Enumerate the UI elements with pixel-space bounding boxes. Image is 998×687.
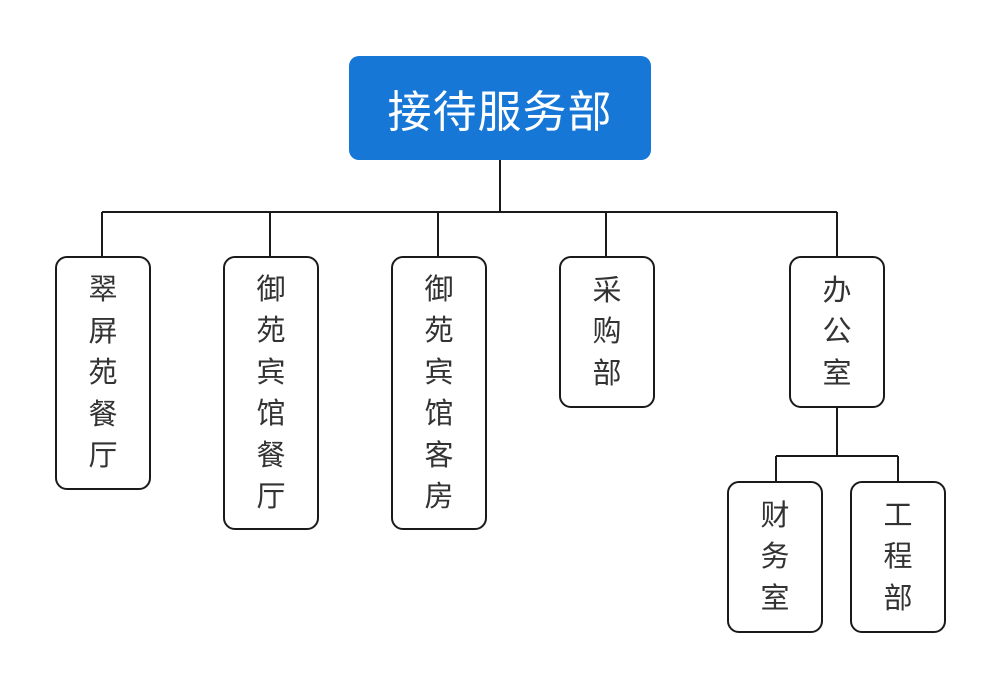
node-yuyuan-hotel-restaurant: 御苑宾馆餐厅	[223, 256, 319, 530]
node-yuyuan-hotel-rooms: 御苑宾馆客房	[391, 256, 487, 530]
node-label: 御苑宾馆餐厅	[256, 271, 286, 514]
node-finance-office: 财务室	[727, 481, 823, 633]
node-label: 御苑宾馆客房	[424, 271, 454, 514]
node-office: 办公室	[789, 256, 885, 408]
root-label: 接待服务部	[387, 87, 613, 138]
node-label: 办公室	[822, 272, 852, 390]
node-label: 翠屏苑餐厅	[88, 272, 118, 473]
node-label: 财务室	[760, 497, 790, 615]
node-engineering-dept: 工程部	[850, 481, 946, 633]
node-cuiping-restaurant: 翠屏苑餐厅	[55, 256, 151, 490]
node-label: 采购部	[592, 272, 622, 390]
node-label: 工程部	[883, 497, 913, 615]
node-purchasing-dept: 采购部	[559, 256, 655, 408]
root-node-reception-dept: 接待服务部	[349, 56, 651, 160]
